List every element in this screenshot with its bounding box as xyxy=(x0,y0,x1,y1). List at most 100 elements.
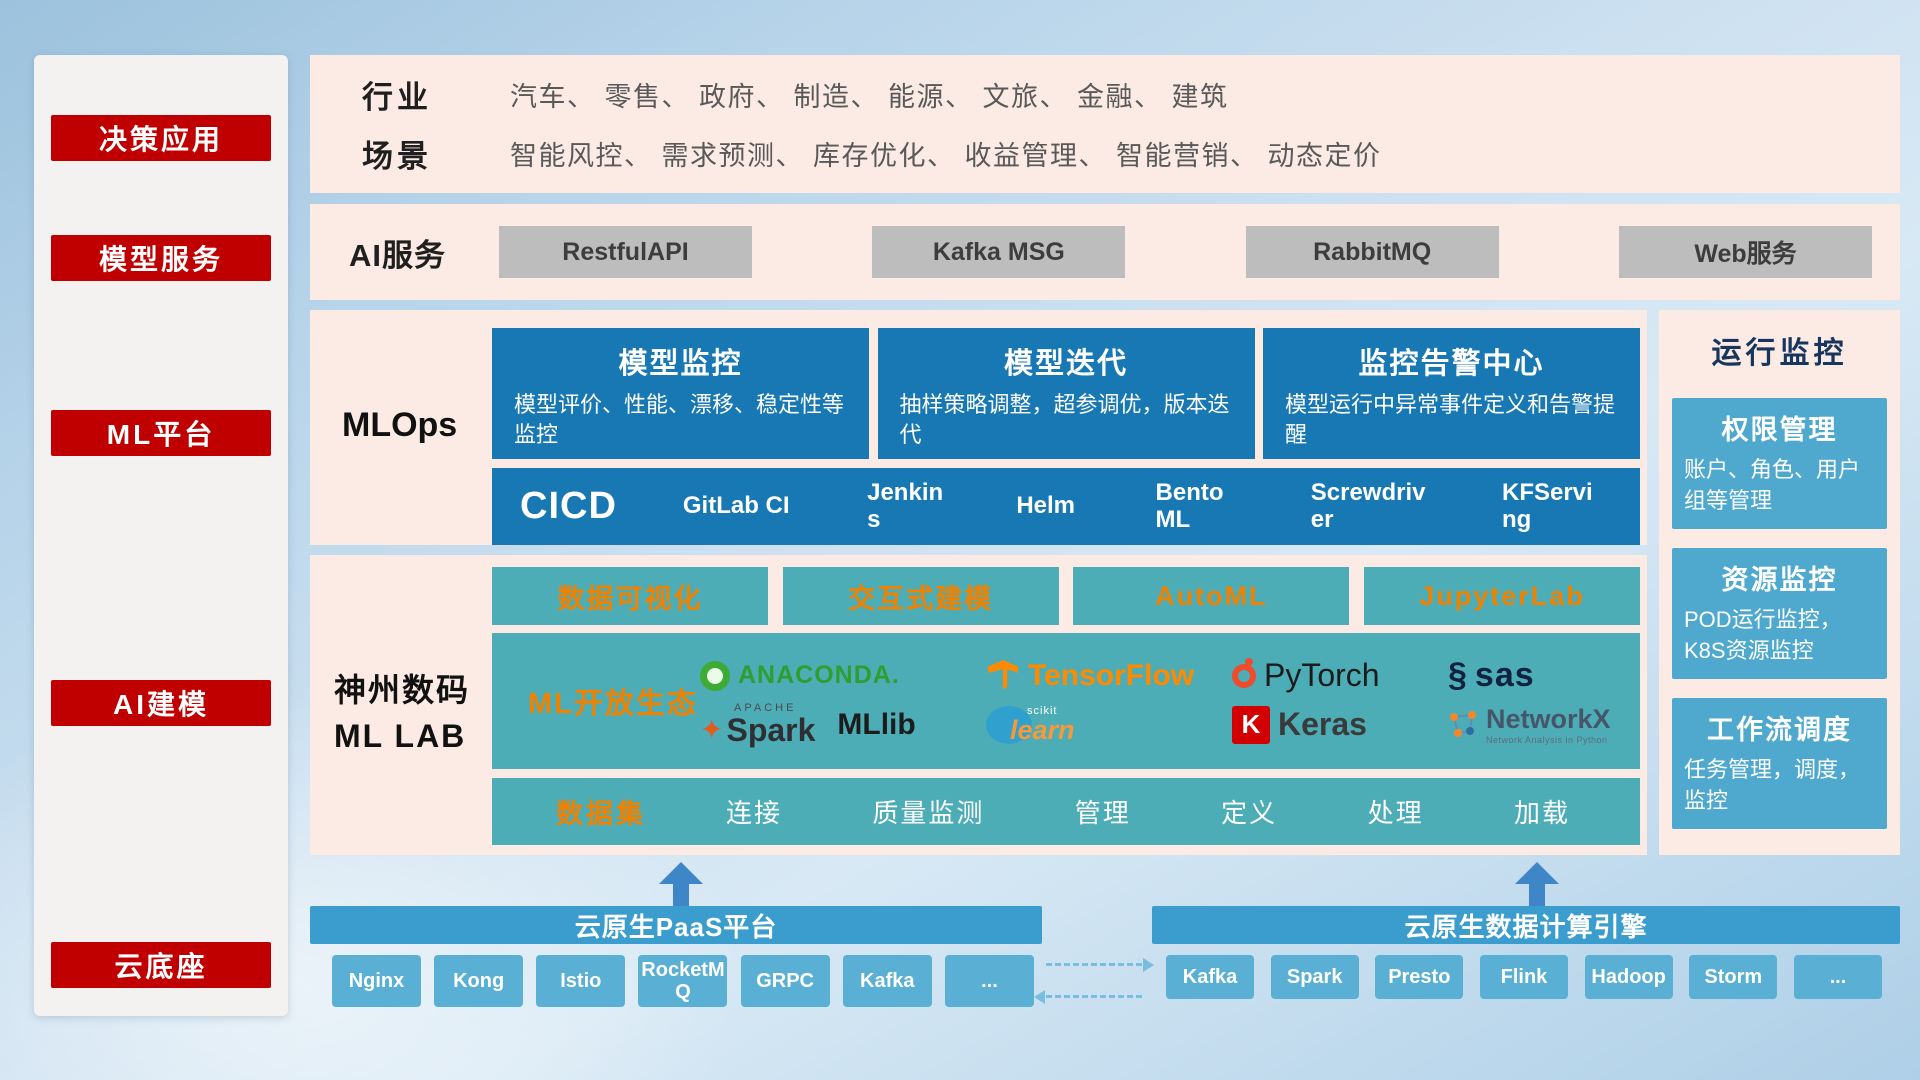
card-desc: 抽样策略调整，超参调优，版本迭代 xyxy=(899,392,1230,447)
workflow-scheduling-card: 工作流调度 任务管理，调度，监控 xyxy=(1672,698,1887,829)
spark-mllib-logo: APACHE ✦Spark MLlib xyxy=(700,702,980,747)
dataset-item-process: 处理 xyxy=(1367,798,1424,828)
tool-jupyterlab: JupyterLab xyxy=(1363,567,1640,625)
chip-grpc: GRPC xyxy=(740,955,830,1007)
ml-lab-panel: 神州数码 ML LAB 数据可视化 交互式建模 AutoML JupyterLa… xyxy=(310,555,1647,855)
arrow-head-icon xyxy=(659,862,703,884)
card-title: 模型迭代 xyxy=(1003,348,1128,380)
card-title: 权限管理 xyxy=(1721,415,1838,445)
networkx-wordmark: NetworkX xyxy=(1486,703,1611,734)
scikit-learn-icon xyxy=(986,705,1032,744)
dataset-label: 数据集 xyxy=(556,799,646,829)
permission-management-card: 权限管理 账户、角色、用户组等管理 xyxy=(1672,398,1887,529)
industry-scenario-panel: 行业 汽车、 零售、 政府、 制造、 能源、 文旅、 金融、 建筑 场景 智能风… xyxy=(310,55,1900,193)
tool-kfserving: KFServing xyxy=(1501,479,1593,533)
chip-kong: Kong xyxy=(434,955,524,1007)
resource-monitoring-card: 资源监控 POD运行监控，K8S资源监控 xyxy=(1672,548,1887,679)
networkx-caption: Network Analysis in Python xyxy=(1486,734,1608,745)
chip-storm: Storm xyxy=(1689,955,1778,999)
keras-wordmark: Keras xyxy=(1278,706,1367,742)
card-desc: 模型评价、性能、漂移、稳定性等监控 xyxy=(514,392,845,447)
dataset-item-row: 连接 质量监测 管理 定义 处理 加载 xyxy=(726,793,1570,830)
up-arrow-engine xyxy=(1515,862,1559,906)
arrow-stem xyxy=(1529,884,1545,906)
cicd-bar: CICD GitLab CI Jenkins Helm BentoML Scre… xyxy=(492,468,1640,545)
ml-lab-label-line1: 神州数码 xyxy=(334,672,471,708)
cicd-title: CICD xyxy=(520,485,617,527)
layer-chip-model-services: 模型服务 xyxy=(51,235,271,281)
ai-service-label: AI服务 xyxy=(349,237,446,273)
chip-presto: Presto xyxy=(1375,955,1464,999)
tool-data-visualization: 数据可视化 xyxy=(492,567,768,625)
mlops-card-row: 模型监控 模型评价、性能、漂移、稳定性等监控 模型迭代 抽样策略调整，超参调优，… xyxy=(492,328,1640,459)
chip-kafka: Kafka xyxy=(842,955,932,1007)
layer-chip-ml-platform: ML平台 xyxy=(51,410,271,456)
mllib-wordmark: MLlib xyxy=(837,707,916,741)
runtime-monitoring-title: 运行监控 xyxy=(1711,337,1848,370)
layer-chip-cloud-foundation: 云底座 xyxy=(51,942,271,988)
service-chip-web: Web服务 xyxy=(1618,226,1872,278)
dataset-item-quality: 质量监测 xyxy=(872,798,985,828)
ml-lab-label: 神州数码 ML LAB xyxy=(334,667,470,760)
data-engine-banner: 云原生数据计算引擎 xyxy=(1152,906,1900,944)
tensorflow-logo: TensorFlow xyxy=(986,659,1226,693)
keras-logo: K Keras xyxy=(1232,705,1442,744)
cicd-tool-row: GitLab CI Jenkins Helm BentoML Screwdriv… xyxy=(682,479,1606,533)
pytorch-logo: PyTorch xyxy=(1232,657,1442,694)
ecosystem-logo-grid: ANACONDA. TensorFlow PyTorch sas APACHE xyxy=(700,656,1620,746)
up-arrow-paas xyxy=(659,862,703,906)
anaconda-wordmark: ANACONDA. xyxy=(738,661,900,689)
service-chip-rabbitmq: RabbitMQ xyxy=(1245,226,1499,278)
sas-wordmark: sas xyxy=(1474,656,1535,694)
networkx-icon xyxy=(1450,711,1476,738)
pytorch-icon xyxy=(1232,657,1256,688)
sas-icon xyxy=(1448,656,1467,695)
chip-rocketmq: RocketMQ xyxy=(638,955,728,1007)
arrow-stem xyxy=(673,884,689,906)
chip-more: ... xyxy=(944,955,1034,1007)
ai-service-panel: AI服务 RestfulAPI Kafka MSG RabbitMQ Web服务 xyxy=(310,204,1900,300)
dashed-arrow-right-icon xyxy=(1046,958,1154,972)
scikit-learn-logo: scikit learn xyxy=(986,704,1226,745)
apache-caption: APACHE xyxy=(734,702,797,714)
arrow-head-icon xyxy=(1515,862,1559,884)
chip-hadoop: Hadoop xyxy=(1584,955,1673,999)
tool-jenkins: Jenkins xyxy=(867,479,944,533)
learn-text: learn xyxy=(1010,714,1075,745)
spark-wordmark: ✦Spark xyxy=(700,714,815,746)
dataset-item-connect: 连接 xyxy=(726,798,783,828)
chip-istio: Istio xyxy=(536,955,626,1007)
chip-flink: Flink xyxy=(1479,955,1568,999)
industry-list: 汽车、 零售、 政府、 制造、 能源、 文旅、 金融、 建筑 xyxy=(510,82,1229,113)
scikit-caption: scikit xyxy=(1027,704,1058,717)
chip-more: ... xyxy=(1793,955,1882,999)
dataset-item-define: 定义 xyxy=(1221,798,1278,828)
model-iteration-card: 模型迭代 抽样策略调整，超参调优，版本迭代 xyxy=(877,328,1255,459)
ml-lab-label-line2: ML LAB xyxy=(334,718,467,755)
card-title: 监控告警中心 xyxy=(1358,348,1545,380)
card-title: 模型监控 xyxy=(618,348,743,380)
card-desc: POD运行监控，K8S资源监控 xyxy=(1684,607,1842,663)
scenario-list: 智能风控、 需求预测、 库存优化、 收益管理、 智能营销、 动态定价 xyxy=(510,140,1382,171)
scenario-row: 场景 智能风控、 需求预测、 库存优化、 收益管理、 智能营销、 动态定价 xyxy=(310,131,1900,176)
ai-service-chip-row: RestfulAPI Kafka MSG RabbitMQ Web服务 xyxy=(499,226,1872,278)
card-title: 资源监控 xyxy=(1721,565,1838,595)
scenario-label: 场景 xyxy=(362,138,432,174)
mlops-label: MLOps xyxy=(342,406,458,444)
industry-row: 行业 汽车、 零售、 政府、 制造、 能源、 文旅、 金融、 建筑 xyxy=(310,72,1900,117)
networkx-wordmark-block: NetworkX Network Analysis in Python xyxy=(1486,704,1611,745)
tool-screwdriver: Screwdriver xyxy=(1310,479,1426,533)
pytorch-wordmark: PyTorch xyxy=(1264,657,1380,693)
spark-star-icon: ✦ xyxy=(700,714,724,745)
tensorflow-wordmark: TensorFlow xyxy=(1028,658,1195,692)
tool-gitlab-ci: GitLab CI xyxy=(682,492,790,520)
networkx-logo: NetworkX Network Analysis in Python xyxy=(1448,704,1620,745)
tool-interactive-modeling: 交互式建模 xyxy=(782,567,1059,625)
service-chip-kafka-msg: Kafka MSG xyxy=(872,226,1126,278)
sas-logo: sas xyxy=(1448,656,1620,695)
card-desc: 账户、角色、用户组等管理 xyxy=(1684,457,1861,513)
dashed-arrow-left-icon xyxy=(1034,990,1142,1004)
paas-platform-banner: 云原生PaaS平台 xyxy=(310,906,1042,944)
tool-automl: AutoML xyxy=(1073,567,1350,625)
